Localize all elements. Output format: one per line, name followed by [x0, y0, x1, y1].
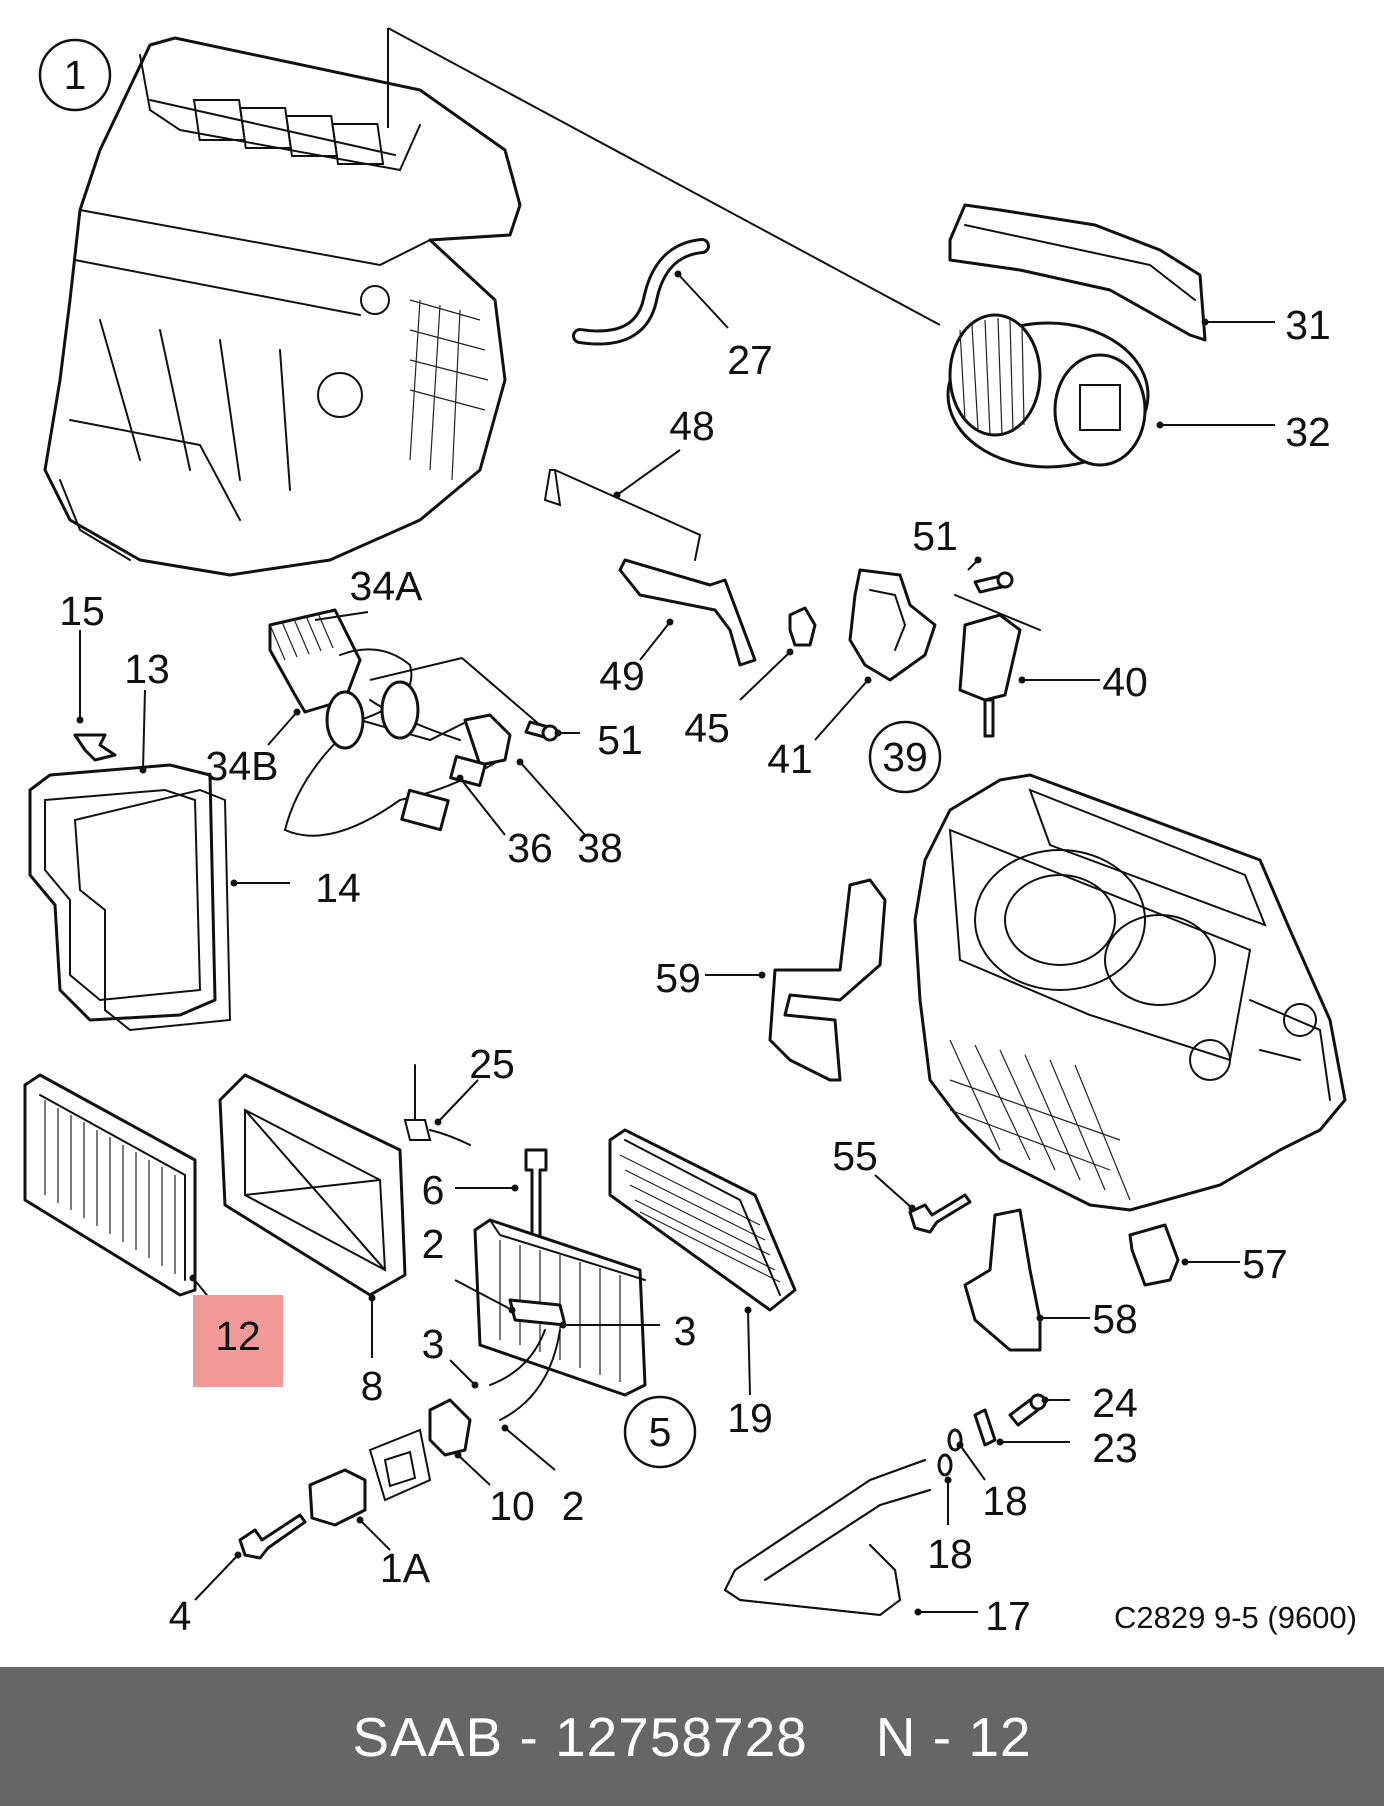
callout-10: 10 [489, 1483, 535, 1529]
callout-55: 55 [832, 1133, 878, 1179]
module-40 [958, 613, 1022, 702]
callout-49: 49 [599, 653, 645, 699]
callout-57: 57 [1242, 1241, 1288, 1287]
callout-1a: 1A [380, 1545, 431, 1591]
callout-39: 39 [882, 734, 928, 780]
callout-34a: 34A [350, 563, 424, 609]
callout-1: 1 [64, 52, 87, 98]
callout-32: 32 [1285, 409, 1331, 455]
cable-48 [543, 469, 702, 561]
valve-block-1a [308, 1468, 367, 1527]
blower-motor-32 [946, 313, 1150, 469]
callout-5: 5 [649, 1409, 672, 1455]
hvac-housing-right [913, 773, 1347, 1212]
heater-core-19 [608, 1128, 797, 1312]
footer-position: N - 12 [875, 1705, 1032, 1768]
callout-59: 59 [655, 955, 701, 1001]
callout-27: 27 [727, 337, 773, 383]
callout-51-middle: 51 [597, 717, 643, 763]
callout-31: 31 [1285, 302, 1331, 348]
highlight-box-12 [193, 1295, 283, 1387]
cover-57 [1128, 1223, 1180, 1287]
callout-2-lower: 2 [562, 1483, 585, 1529]
footer-separator: - [503, 1705, 556, 1768]
callout-15: 15 [59, 588, 105, 634]
callout-13: 13 [124, 646, 170, 692]
filter-frame-8 [218, 1073, 407, 1297]
footer-brand: SAAB [352, 1705, 504, 1768]
callout-38: 38 [577, 825, 623, 871]
callout-3-left: 3 [422, 1321, 445, 1367]
bracket-41 [848, 568, 937, 682]
bolt-6 [524, 1148, 548, 1242]
callout-45: 45 [684, 705, 730, 751]
callout-2-upper: 2 [422, 1221, 445, 1267]
callout-ring-39 [868, 720, 942, 794]
expansion-valve-10 [428, 1398, 472, 1457]
gasket-plate [368, 1428, 432, 1502]
sensor-25 [403, 1064, 471, 1146]
o-ring-18b [937, 1453, 953, 1477]
gasket-14 [73, 788, 232, 1032]
screw-15 [73, 733, 117, 762]
duct-58 [963, 1208, 1042, 1352]
callout-23: 23 [1092, 1425, 1138, 1471]
resistor-34a [268, 608, 362, 714]
seal-59 [768, 878, 887, 1082]
exploded-parts-diagram: 1 27 31 32 48 34A 15 13 51 49 51 45 41 4… [23, 27, 1357, 1639]
callout-48: 48 [669, 403, 715, 449]
callout-40: 40 [1102, 659, 1148, 705]
bolt-55 [908, 1193, 972, 1234]
callout-18-lower: 18 [927, 1531, 973, 1577]
callout-36: 36 [507, 825, 553, 871]
hvac-housing-unit [43, 36, 522, 577]
callout-25: 25 [469, 1041, 515, 1087]
bolt-4 [238, 1513, 307, 1560]
part-info-footer: SAAB - 12758728 N - 12 [0, 1667, 1384, 1806]
footer-part-number: 12758728 [555, 1705, 808, 1768]
clip-45 [788, 606, 817, 647]
callout-17: 17 [985, 1593, 1031, 1639]
blower-cover-31 [948, 203, 1207, 342]
callout-34b: 34B [206, 743, 279, 789]
cabin-filter-12 [23, 1073, 197, 1297]
evaporator-pipes [489, 1329, 561, 1421]
callout-19: 19 [727, 1395, 773, 1441]
callout-24: 24 [1092, 1380, 1138, 1426]
callout-6: 6 [422, 1167, 445, 1213]
callout-4: 4 [169, 1593, 192, 1639]
callout-14: 14 [315, 865, 361, 911]
filter-cover-13 [28, 763, 217, 1022]
lever-49 [618, 558, 757, 667]
drawing-reference-code: C2829 9-5 (9600) [1114, 1600, 1357, 1635]
bracket-23 [973, 1408, 997, 1447]
callout-18-upper: 18 [982, 1478, 1028, 1524]
callout-3-right: 3 [674, 1308, 697, 1354]
callout-8: 8 [361, 1363, 384, 1409]
callout-58: 58 [1092, 1296, 1138, 1342]
callout-ring-1 [38, 38, 112, 112]
callout-51-upper: 51 [912, 513, 958, 559]
callout-41: 41 [767, 736, 813, 782]
callout-ring-5 [623, 1395, 697, 1469]
callout-12: 12 [215, 1313, 261, 1359]
